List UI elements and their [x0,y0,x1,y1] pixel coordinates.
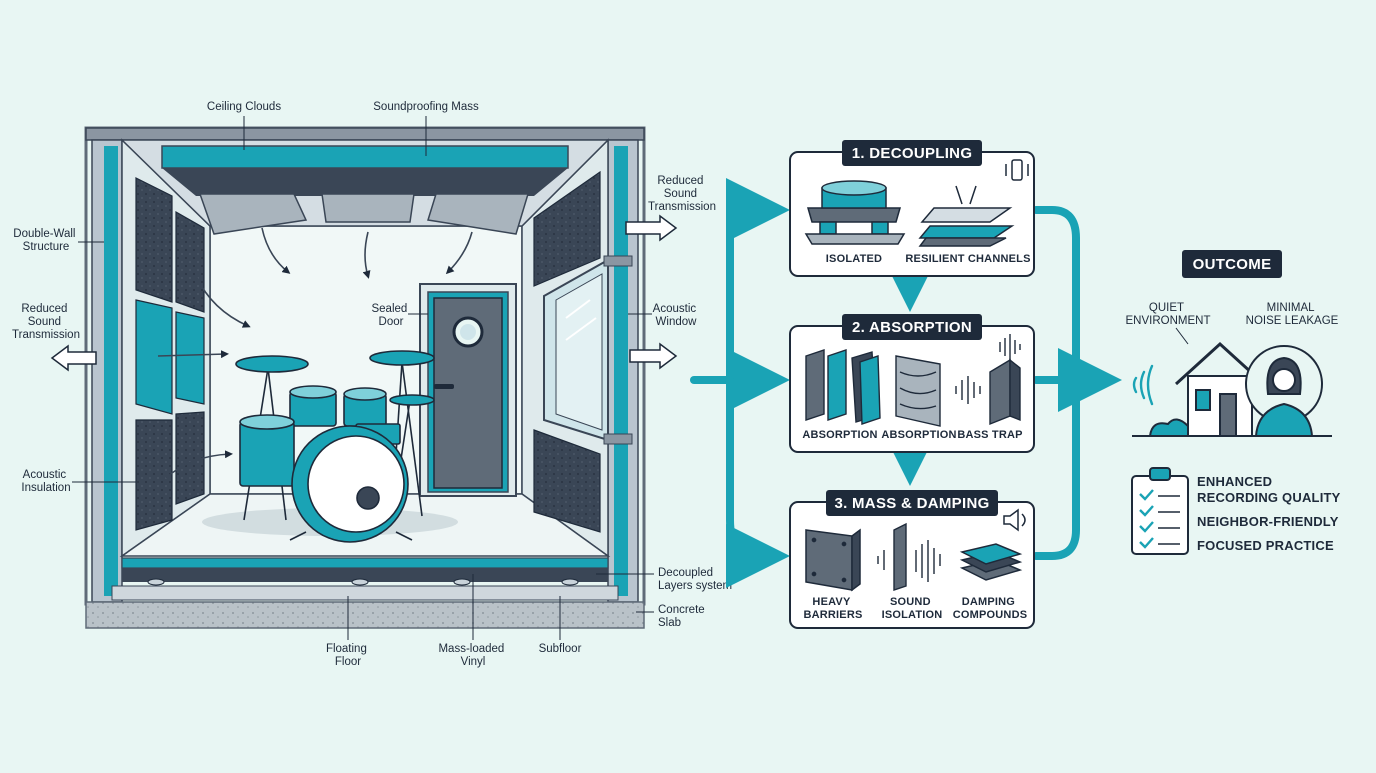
label-minimal-noise-leakage: MINIMAL NOISE LEAKAGE [1246,302,1339,327]
outcome-section: OUTCOME QUIET ENVIRONMENT MINIMAL NOISE … [1126,250,1341,555]
house-icon [1148,341,1266,437]
caption-isolated: ISOLATED [826,253,882,265]
sound-wave-icon [999,334,1021,360]
outcome-title: OUTCOME [1193,256,1272,273]
label-mass-loaded-vinyl: Mass-loaded Vinyl [438,643,507,668]
foam-panel [135,177,173,303]
label-sealed-door: Sealed Door [371,303,410,328]
foam-panel [175,311,205,405]
diffuser-panel-icon [895,355,941,427]
result-recording-quality: ENHANCED RECORDING QUALITY [1197,474,1341,505]
label-double-wall: Double-Wall Structure [13,228,78,253]
step-absorption-panel: 2. ABSORPTION ABSORPTION ABSORPTION BASS [789,314,1035,453]
absorption-panel-icon [805,349,881,425]
caption-sound-isolation: SOUND ISOLATION [882,596,943,621]
soundproofing-mass-layer [161,145,569,169]
step-title: 1. DECOUPLING [852,145,973,162]
label-quiet-environment: QUIET ENVIRONMENT [1126,302,1211,327]
label-concrete-slab: Concrete Slab [658,604,708,629]
label-acoustic-insulation: Acoustic Insulation [21,469,70,494]
quiet-waves-icon [1132,364,1154,406]
vibration-icon [1005,159,1029,181]
ceiling-cloud [321,193,415,223]
caption-absorption: ABSORPTION [802,429,877,441]
bass-trap-icon [989,358,1021,426]
flow-connectors [690,178,1122,588]
step-decoupling-panel: 1. DECOUPLING ISOLATED RESILIENT CHANNEL… [789,140,1035,277]
label-floating-floor: Floating Floor [326,643,370,668]
caption-resilient-channels: RESILIENT CHANNELS [905,253,1030,265]
ceiling-cloud [198,193,308,235]
label-reduced-transmission-right: Reduced Sound Transmission [648,175,716,213]
sound-isolation-icon [877,522,941,591]
room-labels: Ceiling Clouds Soundproofing Mass Double… [12,101,732,668]
step-title: 3. MASS & DAMPING [834,495,989,512]
floating-floor-layer [122,568,608,582]
speaker-icon [1003,508,1026,532]
resilient-channel-icon [918,185,1015,247]
room-cutaway [50,126,678,629]
foam-panel [533,170,601,287]
sealed-door [419,283,517,497]
foam-panel [175,210,205,313]
concrete-slab [85,601,645,629]
ceiling-cloud [427,193,530,235]
checklist-icon [1131,467,1189,555]
person-icon [1245,345,1323,437]
drum-kit [235,350,435,543]
damping-compound-icon [959,543,1023,581]
foam-panel [135,299,173,415]
decoupled-layer [121,557,609,569]
transmission-arrow-left [50,344,97,372]
result-neighbor-friendly: NEIGHBOR-FRIENDLY [1197,514,1339,529]
heavy-barrier-icon [805,528,861,592]
result-focused-practice: FOCUSED PRACTICE [1197,538,1334,553]
caption-bass-trap: BASS TRAP [957,429,1022,441]
sound-wave-icon [955,376,981,404]
caption-damping-compounds: DAMPING COMPOUNDS [953,596,1028,621]
foam-panel [175,411,205,505]
foam-panel [533,429,601,533]
transmission-arrow-top-right [625,214,678,242]
label-soundproofing-mass: Soundproofing Mass [373,101,479,113]
label-acoustic-window: Acoustic Window [653,303,700,328]
label-reduced-transmission-left: Reduced Sound Transmission [12,303,80,341]
label-ceiling-clouds: Ceiling Clouds [207,101,281,113]
step-title: 2. ABSORPTION [852,319,972,336]
caption-heavy-barriers: HEAVY BARRIERS [803,596,862,621]
acoustic-window [543,255,633,445]
label-decoupled-layers: Decoupled Layers system [658,567,732,592]
transmission-arrow-right [629,342,678,370]
step-mass-damping-panel: 3. MASS & DAMPING HEAVY BARRIERS [789,490,1035,629]
label-subfloor: Subfloor [539,643,582,655]
foam-panel [135,419,173,531]
isolated-mount-icon [804,180,906,245]
caption-absorption-diffuser: ABSORPTION [881,429,956,441]
